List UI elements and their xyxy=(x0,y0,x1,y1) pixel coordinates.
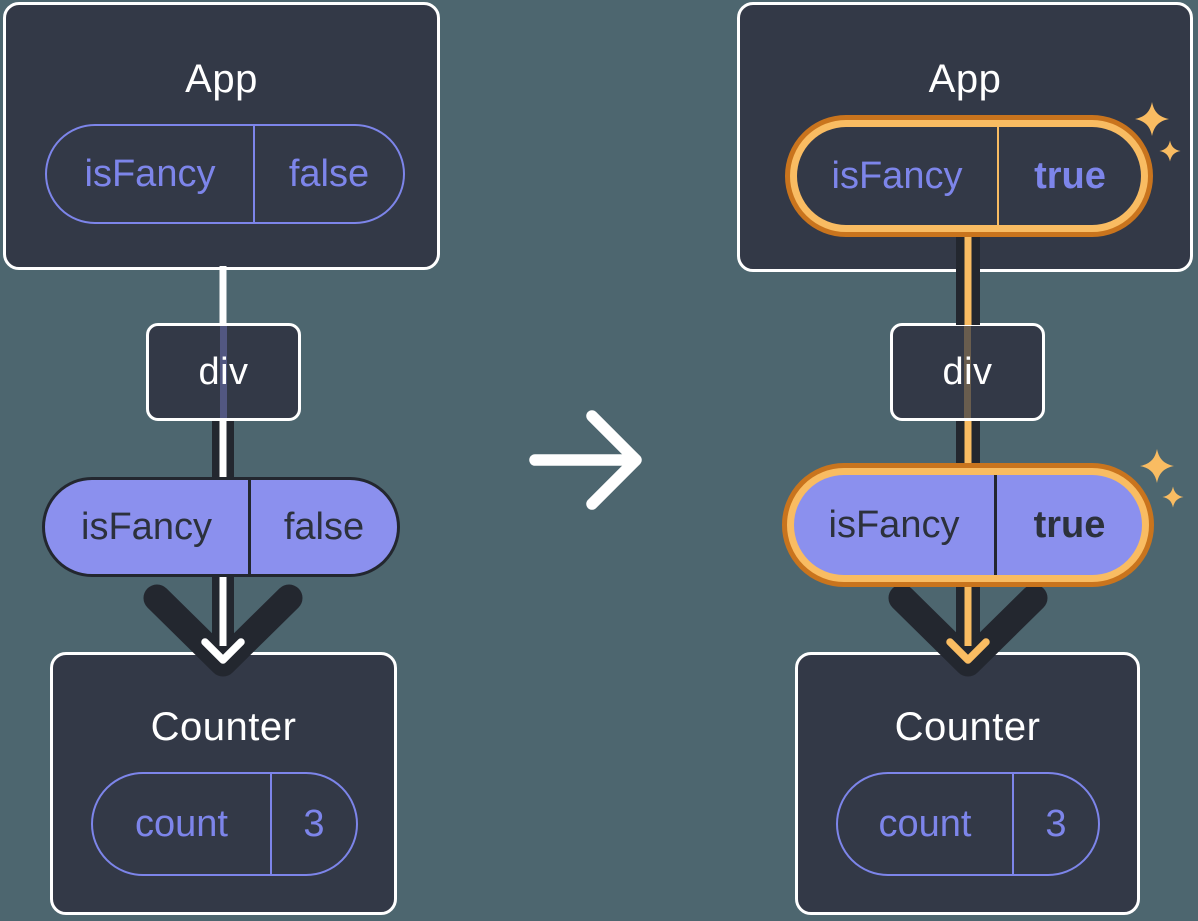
prop-value: true xyxy=(1033,503,1106,546)
sparkle-icon xyxy=(1135,102,1169,136)
after-counter-state-pill: count 3 xyxy=(836,772,1100,876)
state-name: isFancy xyxy=(47,126,255,222)
before-app-component: App isFancy false xyxy=(3,2,440,270)
transition-right-arrow-icon xyxy=(529,410,642,510)
after-app-state-pill: isFancy true xyxy=(797,127,1141,225)
after-arrowhead-icon xyxy=(946,638,990,664)
state-name: count xyxy=(838,774,1014,874)
sparkle-icon xyxy=(1140,449,1174,483)
before-app-state-pill: isFancy false xyxy=(45,124,405,224)
state-value: 3 xyxy=(303,802,325,845)
before-app-to-div-line xyxy=(219,266,227,326)
after-app-to-div-prop-line xyxy=(964,230,972,325)
before-counter-state-pill: count 3 xyxy=(91,772,358,876)
component-title: Counter xyxy=(894,705,1041,749)
state-value: true xyxy=(1034,154,1106,197)
prop-flow-hint-stripe xyxy=(220,326,227,418)
before-counter-component: Counter count 3 xyxy=(50,652,397,915)
after-counter-component: Counter count 3 xyxy=(795,652,1140,915)
state-value: false xyxy=(288,152,370,195)
component-title: App xyxy=(185,57,258,101)
prop-flow-hint-stripe xyxy=(964,326,971,418)
prop-value: false xyxy=(283,505,365,548)
component-title: App xyxy=(928,57,1002,101)
component-title: Counter xyxy=(150,705,297,749)
sparkle-icon xyxy=(1162,486,1184,508)
state-name: count xyxy=(93,774,272,874)
before-prop-pill: isFancy false xyxy=(42,477,400,577)
div-label: div xyxy=(942,350,993,393)
after-prop-pill: isFancy true xyxy=(794,475,1142,575)
div-label: div xyxy=(198,350,249,393)
prop-name: isFancy xyxy=(794,475,997,575)
after-prop-pill-highlighted: isFancy true xyxy=(782,463,1154,587)
before-arrowhead-icon xyxy=(201,638,245,664)
after-app-state-pill-highlighted: isFancy true xyxy=(785,115,1153,237)
sparkle-icon xyxy=(1159,140,1181,162)
state-value: 3 xyxy=(1045,802,1067,845)
state-name: isFancy xyxy=(797,127,999,225)
prop-name: isFancy xyxy=(45,480,251,574)
